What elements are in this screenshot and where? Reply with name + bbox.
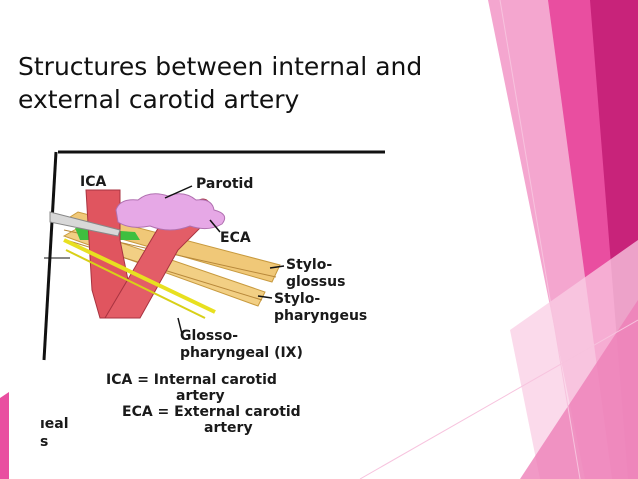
legend-ica-line-1: ICA = Internal carotid [106,372,277,388]
partial-text-2: s [40,434,48,450]
decor-line [499,0,581,479]
styloid-process [49,211,121,237]
label-pharyngeal: pharyngeal (IX) [180,345,303,361]
glossopharyngeal-leader [177,317,183,335]
styloglossus-leader [269,265,285,269]
decor-left-accent [0,392,9,479]
decor-lower-facet-2 [520,300,638,479]
label-eca: ECA [220,230,251,246]
partial-text-1: ıeal [40,416,69,432]
label-ica: ICA [80,174,106,190]
diagram-frame-left [42,151,58,361]
stylopharyngeus-leader [257,295,273,299]
legend-eca-line-2: artery [204,420,253,436]
label-stylo-2: Stylo- [274,291,320,307]
eca-leader [209,219,221,233]
legend-eca-line-1: ECA = External carotid [122,404,301,420]
slide-title: Structures between internal and external… [18,50,458,116]
label-glossus: glossus [286,274,345,290]
title-line-1: Structures between internal and [18,52,423,81]
label-glosso: Glosso- [180,328,238,344]
label-parotid: Parotid [196,176,253,192]
label-stylo-1: Stylo- [286,257,332,273]
parotid-gland [115,193,226,231]
glossopharyngeal-nerve-2 [65,249,206,319]
decor-line-2 [359,319,638,479]
legend-ica-line-2: artery [176,388,225,404]
glossopharyngeal-nerve-1 [63,238,216,314]
title-line-2: external carotid artery [18,85,300,114]
parotid-leader [164,185,193,199]
label-pharyngeus: pharyngeus [274,308,367,324]
